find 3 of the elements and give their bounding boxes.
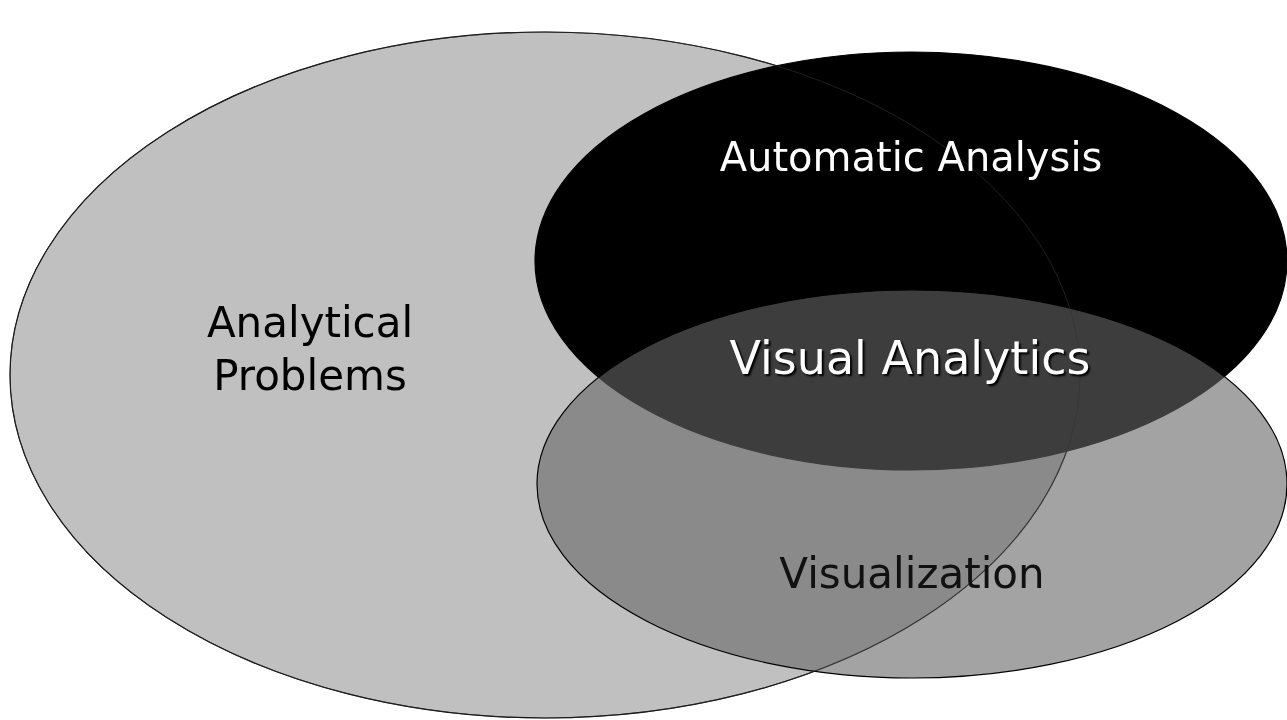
circle-label: Analytical Problems [205, 297, 415, 402]
overlap-label: Visual Analytics [728, 330, 1092, 387]
circle-label: Automatic Analysis [718, 133, 1104, 182]
